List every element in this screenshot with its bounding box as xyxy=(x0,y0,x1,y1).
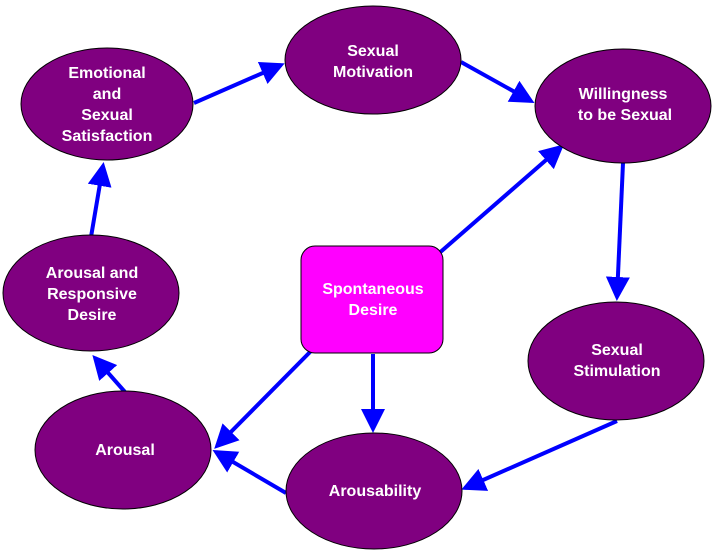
node-label-line: Satisfaction xyxy=(62,128,153,145)
node-shape xyxy=(300,245,444,354)
node-label-line: Spontaneous xyxy=(322,281,423,298)
node-arousal: Arousal xyxy=(34,390,212,510)
node-label-line: Stimulation xyxy=(573,363,660,380)
node-willingness: Willingness to be Sexual xyxy=(534,48,712,164)
node-label-line: and xyxy=(93,86,121,103)
arrow-arousal-to-responsive xyxy=(92,355,127,394)
node-emotional-satisfaction: Emotional and Sexual Satisfaction xyxy=(20,47,194,161)
node-shape xyxy=(2,234,180,352)
node-sexual-motivation: Sexual Motivation xyxy=(284,5,462,115)
arrow-spontaneous-to-willingness xyxy=(435,144,565,257)
node-label-line: Willingness xyxy=(579,86,668,103)
arrow-motivation-to-willingness xyxy=(460,60,535,103)
node-label-line: Sexual xyxy=(347,43,399,60)
arrow-satisfaction-to-motivation xyxy=(193,62,285,105)
node-label-line: Motivation xyxy=(333,64,413,81)
node-label-line: Emotional xyxy=(68,65,145,82)
node-label-line: Arousal xyxy=(95,442,155,459)
node-label-line: Desire xyxy=(349,302,398,319)
node-label-line: Arousal and xyxy=(46,265,138,282)
node-shape xyxy=(285,432,463,550)
arrow-willingness-to-stimulation xyxy=(605,162,630,301)
edges xyxy=(87,60,630,495)
node-arousal-responsive-desire: Arousal and Responsive Desire xyxy=(2,234,180,352)
node-label-line: Sexual xyxy=(81,107,133,124)
node-sexual-stimulation: Sexual Stimulation xyxy=(527,301,705,421)
node-shape xyxy=(34,390,212,510)
node-label-line: to be Sexual xyxy=(578,107,672,124)
node-shape xyxy=(284,5,462,115)
arrow-stimulation-to-arousability xyxy=(461,419,618,491)
arrow-responsive-to-satisfaction xyxy=(87,162,112,238)
arrow-arousability-to-arousal xyxy=(212,449,288,495)
node-label-line: Responsive xyxy=(47,286,137,303)
node-arousability: Arousability xyxy=(285,432,463,550)
node-label-line: Sexual xyxy=(591,342,643,359)
node-shape xyxy=(20,47,194,161)
node-label-line: Desire xyxy=(68,307,117,324)
node-label-line: Arousability xyxy=(329,483,422,500)
arrow-spontaneous-to-arousal xyxy=(214,347,315,449)
node-shape xyxy=(534,48,712,164)
node-shape xyxy=(527,301,705,421)
node-spontaneous-desire: Spontaneous Desire xyxy=(300,245,444,354)
